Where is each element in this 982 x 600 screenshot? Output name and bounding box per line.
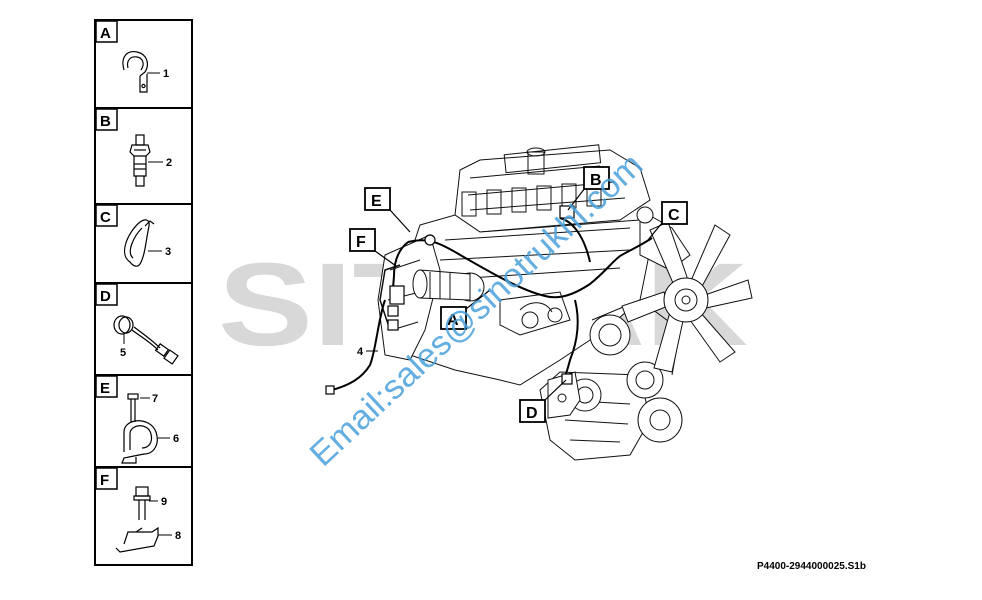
legend-row-c: C 3 xyxy=(95,204,171,267)
callout-a: A xyxy=(440,289,491,330)
legend-letter-f: F xyxy=(100,472,109,489)
part-number-2: 2 xyxy=(166,157,172,169)
temperature-sensor-icon xyxy=(129,134,151,187)
legend-row-f: F 9 8 xyxy=(95,467,181,553)
legend-row-d: D 5 xyxy=(95,283,179,365)
legend-letter-e: E xyxy=(100,380,110,397)
legend-panel xyxy=(94,19,193,566)
legend-row-e: E 7 6 xyxy=(95,375,179,464)
bolt-and-p-clamp-icon xyxy=(121,393,158,464)
callout-letter-c: C xyxy=(668,207,680,224)
part-number-8: 8 xyxy=(175,530,181,542)
part-number-5: 5 xyxy=(120,347,126,359)
part-number-3: 3 xyxy=(165,246,171,258)
callout-letter-f: F xyxy=(356,234,366,251)
callout-f: F xyxy=(349,228,397,267)
harness-connectors xyxy=(325,205,575,395)
callout-letter-d: D xyxy=(526,405,538,422)
bolt-and-bracket-icon xyxy=(115,486,159,553)
callout-c: C xyxy=(647,201,688,241)
legend-letter-d: D xyxy=(100,288,111,305)
legend-letter-a: A xyxy=(100,25,111,42)
legend-letter-c: C xyxy=(100,209,111,226)
legend-row-a: A 1 xyxy=(95,20,169,93)
harness-label: 4 xyxy=(357,346,378,358)
engine-illustration xyxy=(377,144,753,461)
callout-d: D xyxy=(519,379,567,423)
part-number-9: 9 xyxy=(161,496,167,508)
speed-sensor-icon xyxy=(113,315,179,365)
callout-letter-b: B xyxy=(590,172,602,189)
part-number-1: 1 xyxy=(163,68,169,80)
callout-letter-e: E xyxy=(371,193,382,210)
callout-e: E xyxy=(364,187,411,233)
callout-letter-a: A xyxy=(447,312,459,329)
legend-row-b: B 2 xyxy=(95,108,172,187)
drawing-reference: P4400-2944000025.S1b xyxy=(757,561,866,572)
cable-tie-icon xyxy=(124,219,155,267)
part-number-4: 4 xyxy=(357,346,364,358)
part-number-7: 7 xyxy=(152,393,158,405)
callout-b: B xyxy=(567,166,610,211)
part-number-6: 6 xyxy=(173,433,179,445)
pipe-clip-icon xyxy=(122,51,148,93)
cooling-fan xyxy=(621,221,753,373)
legend-letter-b: B xyxy=(100,113,111,130)
